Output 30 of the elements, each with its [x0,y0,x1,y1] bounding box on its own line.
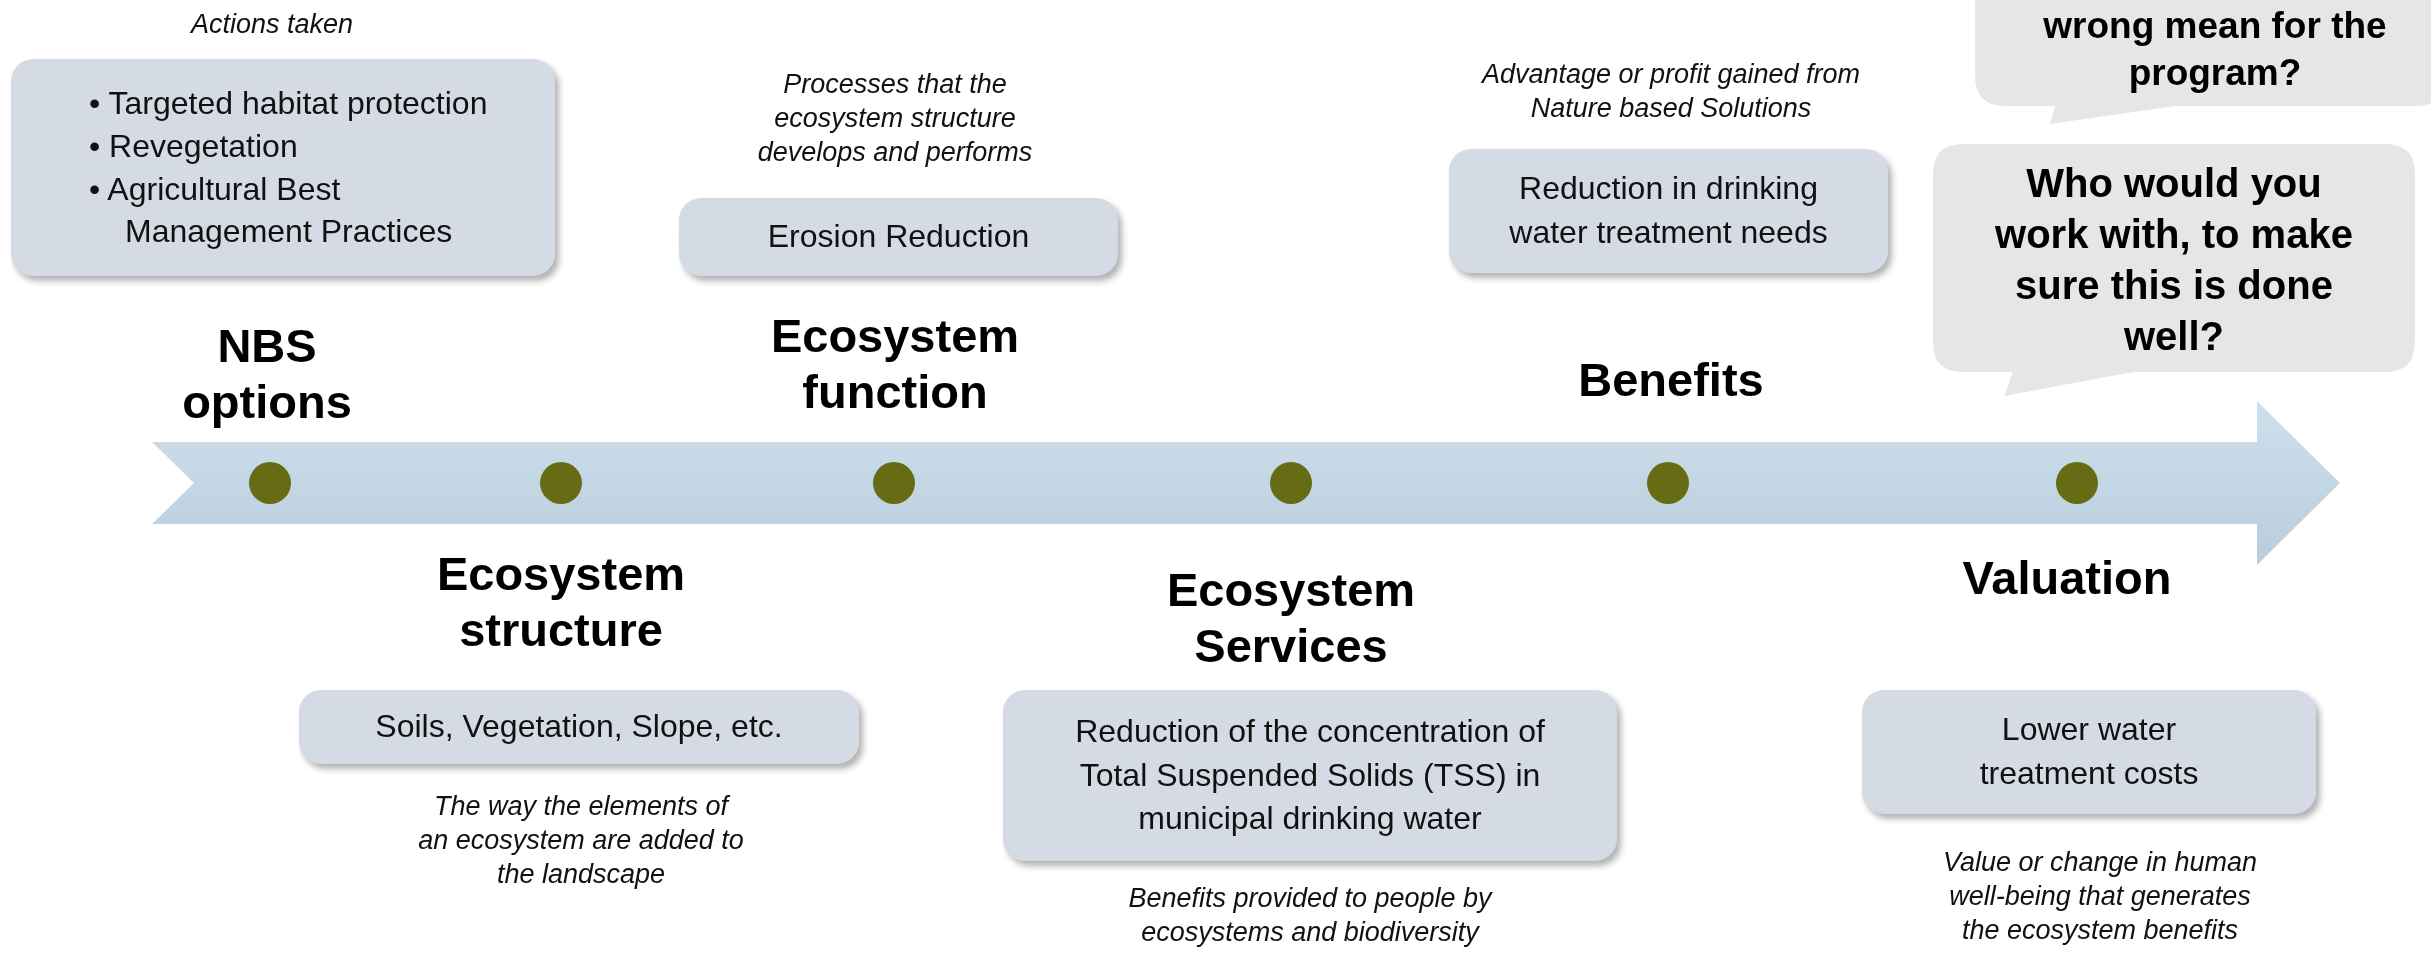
box-text: Reduction in drinking water treatment needs [1508,169,1829,252]
stage-heading: Benefits [1577,352,1765,408]
bullet-item: • Targeted habitat protection [89,84,489,124]
stage-heading: Ecosystem structure [435,546,687,659]
text-box [1862,690,2316,814]
box-text: Lower water treatment costs [1978,710,2200,793]
box-text: Reduction of the concentration of Total Suspended Solids (TSS) in municipal drinking water [1074,711,1546,839]
stage-heading: Valuation [1961,550,2173,606]
description-text: Processes that the ecosystem structure develops and performs [756,68,1034,169]
stage-heading: Ecosystem function [769,308,1021,421]
stage-heading: Ecosystem Services [1165,562,1417,675]
speech-bubble [1933,144,2415,396]
list-box [11,59,555,276]
description-text: Benefits provided to people by ecosystems and biodiversity [1127,882,1494,949]
bullet-item: • Agricultural Best Management Practices [89,169,454,252]
question-text: wrong mean for the program? [2042,4,2388,95]
bullet-item: • Revegetation [89,126,299,166]
text-box [1003,690,1617,861]
description-text: The way the elements of an ecosystem are added to the landscape [417,790,745,891]
box-text: Soils, Vegetation, Slope, etc. [375,707,783,747]
description-text: Actions taken [189,8,355,41]
box-text: Erosion Reduction [767,217,1030,257]
question-text: Who would you work with, to make sure this is done well? [1994,160,2354,360]
description-text: Advantage or profit gained from Nature based Solutions [1480,58,1862,125]
stage-heading: NBS options [181,318,353,431]
text-box [679,198,1118,276]
text-box [299,690,859,764]
speech-bubble [1975,0,2431,124]
text-box [1449,149,1888,273]
description-text: Value or change in human well-being that generates the ecosystem benefits [1941,846,2259,947]
